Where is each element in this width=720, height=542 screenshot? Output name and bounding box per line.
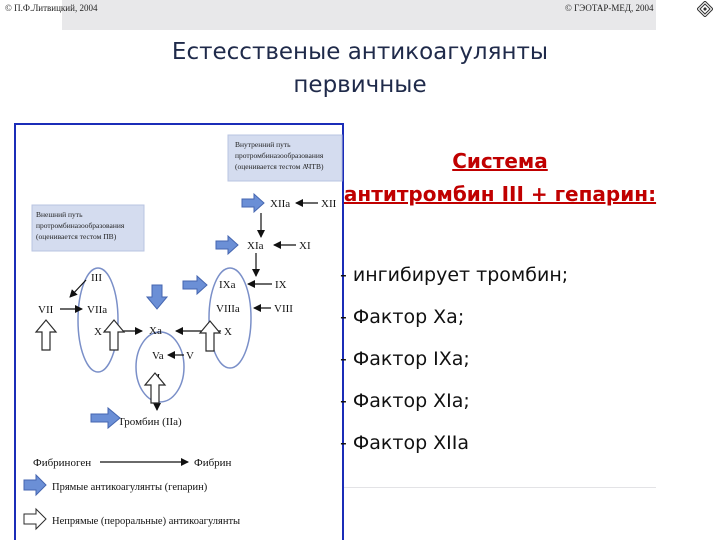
factor-xia: XIa	[247, 240, 264, 252]
factor-iii: III	[91, 272, 102, 284]
list-item: - Фактор IXa;	[340, 348, 470, 370]
footer-divider	[344, 487, 656, 488]
header-bar	[62, 0, 656, 30]
legend-direct-arrow-icon	[23, 473, 47, 497]
legend-indirect-arrow-icon	[23, 507, 47, 531]
factor-ixa: IXa	[219, 279, 236, 291]
list-item: - ингибирует тромбин;	[340, 264, 569, 286]
tenase-complex-ellipse	[208, 267, 252, 369]
publisher-copyright: © ГЭОТАР-МЕД, 2004	[565, 3, 654, 13]
slide-title: Естесственые антикоагулянты первичные	[140, 36, 580, 102]
indirect-anticoagulant-arrows	[34, 319, 222, 404]
intrinsic-pathway-box: Внутренний путь протромбиназообразования…	[227, 134, 343, 182]
direct-anticoagulant-arrows	[90, 192, 265, 430]
legend-indirect-label: Непрямые (пероральные) антикоагулянты	[52, 516, 240, 527]
coagulation-cascade-diagram: Внутренний путь протромбиназообразования…	[14, 123, 344, 540]
title-line-2: первичные	[293, 72, 427, 98]
factor-xiia: XIIa	[270, 198, 290, 210]
factor-xi: XI	[299, 240, 311, 252]
factor-va: Va	[152, 350, 164, 362]
factor-x-left: X	[94, 326, 102, 338]
legend-direct-label: Прямые антикоагулянты (гепарин)	[52, 482, 208, 493]
extrinsic-box-line-2: протромбиназообразования	[36, 221, 125, 230]
factor-viiia: VIIIa	[216, 303, 240, 315]
extrinsic-pathway-box: Внешний путь протромбиназообразования (о…	[31, 204, 145, 252]
system-heading-line-1: Система	[452, 149, 548, 173]
factor-xii: XII	[321, 198, 337, 210]
factor-v: V	[186, 350, 194, 362]
slide-nav-icon[interactable]	[697, 1, 713, 17]
extrinsic-box-line-3: (оценивается тестом ПВ)	[36, 232, 117, 241]
factor-ix: IX	[275, 279, 287, 291]
extrinsic-box-line-1: Внешний путь	[36, 210, 83, 219]
system-heading-line-2: антитромбин III + гепарин:	[343, 182, 657, 206]
system-heading: Система антитромбин III + гепарин:	[340, 145, 660, 211]
list-item: - Фактор XIa;	[340, 390, 470, 412]
cascade-svg: Внутренний путь протромбиназообразования…	[23, 134, 343, 531]
factor-viia: VIIa	[87, 304, 107, 316]
intrinsic-box-line-3: (оценивается тестом АЧТВ)	[235, 162, 324, 171]
thrombin-label: Тромбин (IIa)	[118, 416, 182, 428]
factor-xa: Xa	[149, 325, 162, 337]
title-line-1: Естесственые антикоагулянты	[171, 39, 549, 65]
prothrombinase-ellipse	[135, 331, 185, 403]
legend: Прямые антикоагулянты (гепарин) Непрямые…	[23, 473, 240, 531]
author-copyright: © П.Ф.Литвицкий, 2004	[5, 3, 98, 13]
intrinsic-box-line-2: протромбиназообразования	[235, 151, 324, 160]
intrinsic-box-line-1: Внутренний путь	[235, 140, 291, 149]
factor-vii: VII	[38, 304, 54, 316]
list-item: - Фактор Xa;	[340, 306, 465, 328]
fibrinogen-label: Фибриноген	[33, 457, 91, 469]
inhibited-factors-list: - ингибирует тромбин; - Фактор Xa; - Фак…	[340, 262, 670, 472]
list-item: - Фактор XIIa	[340, 432, 470, 454]
factor-x-right: X	[224, 326, 232, 338]
factor-viii: VIII	[274, 303, 293, 315]
fibrin-label: Фибрин	[194, 457, 232, 469]
extrinsic-complex-ellipse	[77, 267, 119, 373]
